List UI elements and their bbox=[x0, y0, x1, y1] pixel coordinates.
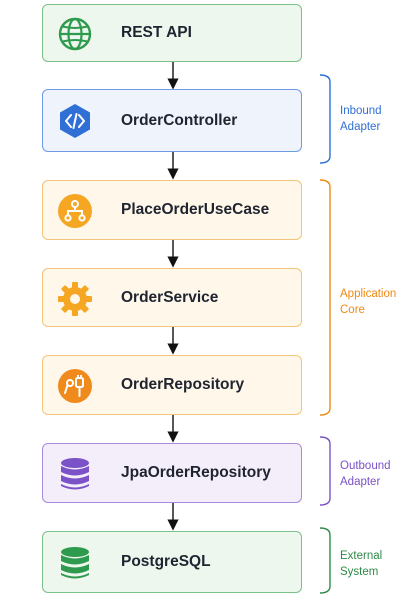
database-icon bbox=[57, 456, 93, 492]
group-label-line: Adapter bbox=[340, 121, 381, 133]
group-label-core: Application Core bbox=[340, 286, 396, 318]
gear-icon bbox=[57, 281, 93, 317]
node-order-service: OrderService bbox=[42, 268, 302, 327]
group-label-line: Core bbox=[340, 304, 365, 316]
group-label-line: System bbox=[340, 566, 379, 578]
outbound-brace bbox=[319, 436, 331, 506]
globe-icon bbox=[57, 16, 93, 52]
node-place-order-use-case: PlaceOrderUseCase bbox=[42, 180, 302, 240]
group-label-line: External bbox=[340, 550, 383, 562]
database-icon bbox=[57, 545, 93, 581]
group-label-outbound: Outbound Adapter bbox=[340, 458, 391, 490]
code-icon bbox=[57, 103, 93, 139]
node-label: JpaOrderRepository bbox=[121, 464, 271, 481]
group-label-line: Application bbox=[340, 288, 397, 300]
group-label-external: External System bbox=[340, 548, 382, 580]
node-label: OrderService bbox=[121, 288, 219, 306]
plug-icon bbox=[57, 368, 93, 404]
group-label-line: Outbound bbox=[340, 460, 391, 472]
hierarchy-icon bbox=[57, 193, 93, 229]
node-order-repository: OrderRepository bbox=[42, 355, 302, 415]
node-label: OrderController bbox=[121, 111, 238, 129]
external-brace bbox=[319, 527, 331, 594]
group-label-line: Inbound bbox=[340, 105, 382, 117]
node-label: OrderRepository bbox=[121, 376, 245, 393]
node-label: REST API bbox=[121, 24, 192, 41]
node-label: PlaceOrderUseCase bbox=[121, 201, 270, 218]
group-label-line: Adapter bbox=[340, 476, 381, 488]
group-label-inbound: Inbound Adapter bbox=[340, 103, 382, 135]
node-label: PostgreSQL bbox=[121, 553, 211, 570]
inbound-brace bbox=[319, 74, 331, 164]
node-rest-api: REST API bbox=[42, 4, 302, 62]
core-brace bbox=[319, 179, 331, 416]
node-jpa-order-repository: JpaOrderRepository bbox=[42, 443, 302, 503]
node-postgresql: PostgreSQL bbox=[42, 531, 302, 593]
node-order-controller: OrderController bbox=[42, 89, 302, 152]
